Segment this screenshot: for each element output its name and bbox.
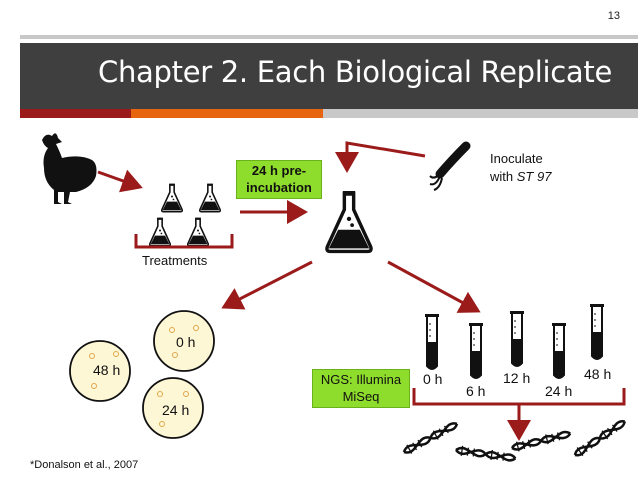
plate-label: 24 h [162,402,190,418]
test-tube-icon [551,322,567,379]
petri-dish-icon [142,377,204,439]
inoculate-label-prefix: Inoculate [490,151,543,166]
top-stripe [20,35,638,39]
tube-label: 0 h [423,371,443,387]
arrow-to-plates [221,260,313,310]
dna-icon [570,416,629,461]
tubes-bracket [412,388,626,406]
accent-orange [131,109,323,118]
treatments-bracket [134,234,234,249]
tube-label: 48 h [584,366,612,382]
ngs-callout: NGS: Illumina MiSeq [312,369,410,408]
flask-icon [198,182,222,213]
slide-title: Chapter 2. Each Biological Replicate [98,55,612,89]
title-bar: Chapter 2. Each Biological Replicate [20,43,638,109]
accent-gray [323,109,638,118]
arrow-chicken-to-treatments [97,169,143,193]
accent-red [20,109,131,118]
petri-dish-icon [153,310,215,372]
treatments-label: Treatments [142,253,208,268]
citation: *Donalson et al., 2007 [30,459,138,471]
flask-icon [186,216,210,247]
plate-label: 0 h [176,334,196,350]
test-tube-icon [424,313,440,370]
bacterium-icon [429,141,471,191]
preincubation-callout: 24 h pre-incubation [236,160,322,199]
dna-icon [454,443,518,465]
inoculate-label-with: with [490,169,514,184]
flask-icon [325,189,373,254]
flask-icon [160,182,184,213]
citation-text: *Donalson et al., 2007 [30,459,139,471]
plate-label: 48 h [93,362,121,378]
chicken-icon [42,133,97,204]
flask-icon [148,216,172,247]
tube-label: 24 h [545,383,573,399]
test-tube-icon [589,303,605,360]
test-tube-icon [509,310,525,367]
dna-icon [400,418,461,458]
petri-dish-icon [69,340,131,402]
tube-label: 6 h [466,383,486,399]
arrow-inoculate [335,141,426,173]
strain-name: ST 97 [516,169,552,184]
tube-label: 12 h [503,370,531,386]
test-tube-icon [468,322,484,379]
page-number: 13 [607,10,620,22]
arrow-to-tubes [387,260,481,313]
inoculate-label: Inoculate with ST 97 [490,150,551,186]
